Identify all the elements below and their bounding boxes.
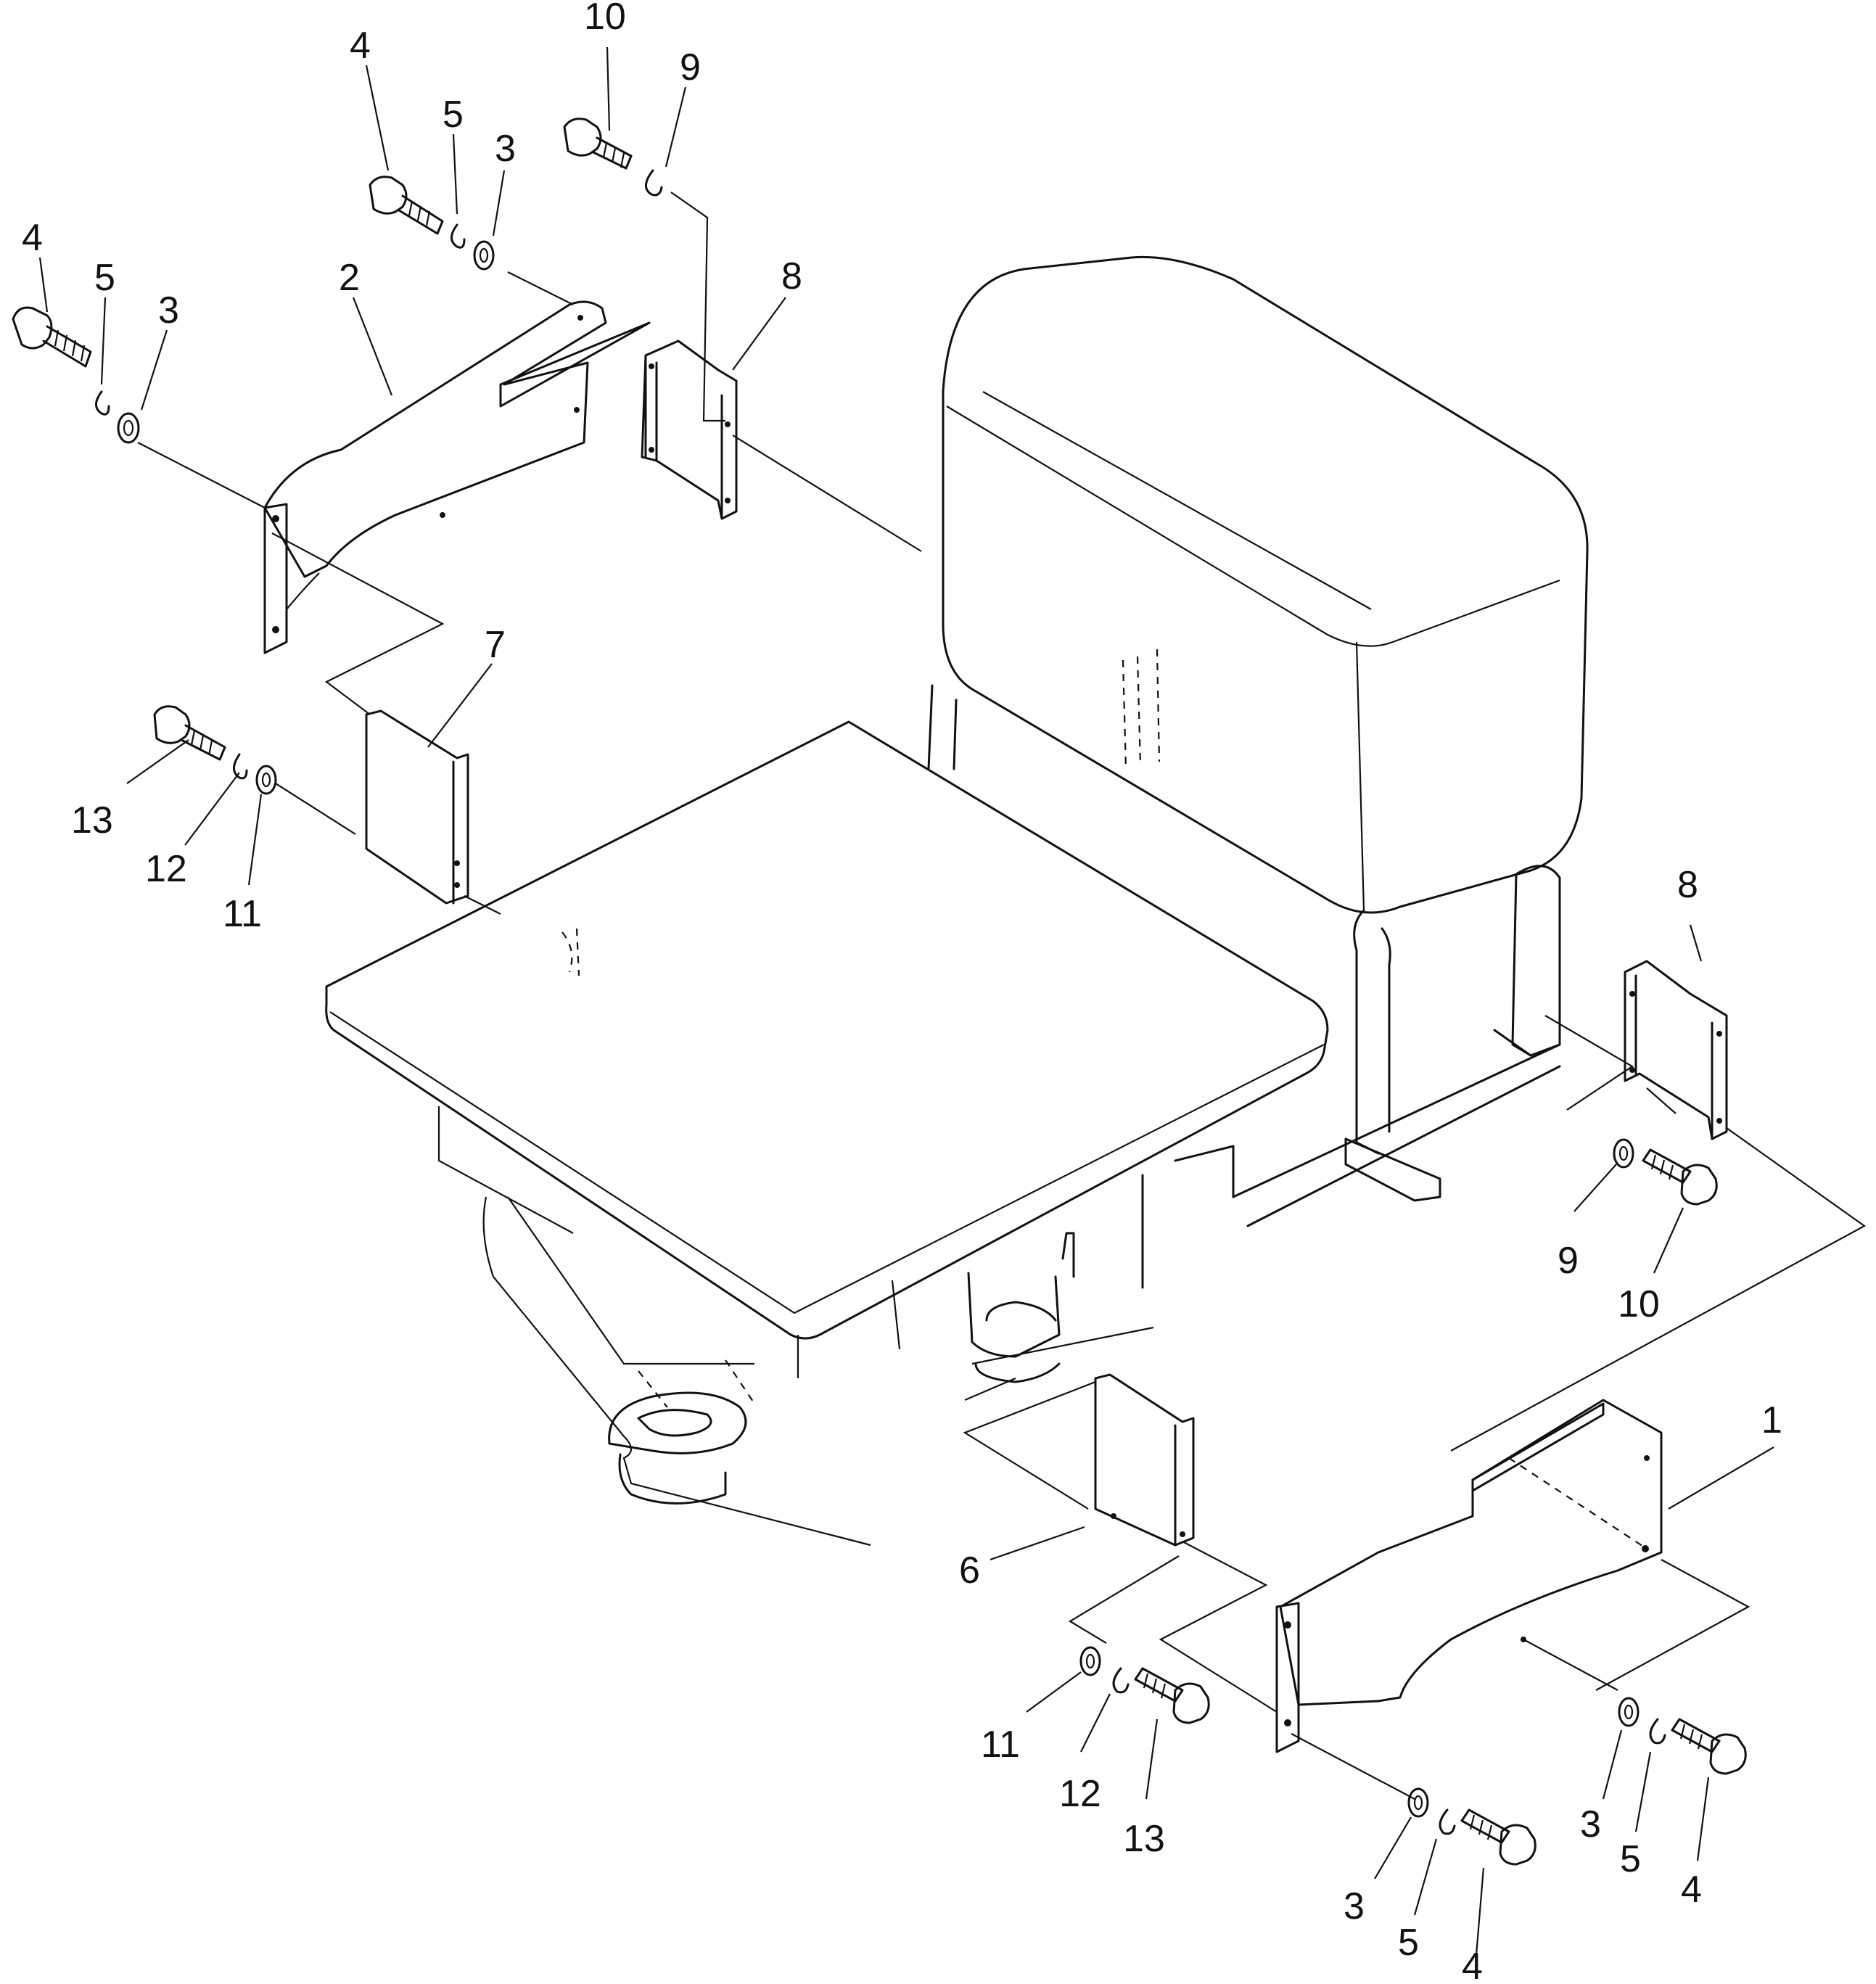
plate-7: [365, 709, 469, 905]
callout-13: 13: [1123, 1818, 1165, 1860]
washer-icon: [1079, 1646, 1101, 1676]
bolt-icon: [12, 306, 92, 368]
spring-washer-icon: [95, 390, 110, 416]
callout-10: 10: [1618, 1283, 1660, 1325]
seat-backrest: [942, 255, 1589, 914]
callout-9: 9: [680, 46, 701, 89]
callout-5: 5: [1620, 1838, 1641, 1880]
bolt-icon: [1134, 1667, 1210, 1724]
washer-icon: [473, 240, 495, 271]
spring-washer-icon: [645, 169, 663, 197]
callout-9: 9: [1558, 1240, 1579, 1282]
bracket-8-right: [1624, 960, 1728, 1140]
callout-12: 12: [145, 848, 187, 890]
callout-10: 10: [584, 0, 626, 38]
spring-washer-icon: [233, 753, 248, 780]
washer-icon: [1613, 1138, 1634, 1169]
callout-3: 3: [495, 128, 516, 170]
washer-icon: [117, 412, 140, 444]
spring-washer-icon: [451, 223, 466, 249]
seat-frame: [927, 684, 1561, 1227]
callout-leaders: [38, 46, 1774, 1956]
bracket-8-upper: [641, 339, 738, 520]
callout-8: 8: [781, 255, 802, 297]
callout-5: 5: [443, 94, 464, 136]
callout-1: 1: [1761, 1399, 1782, 1441]
callout-11: 11: [981, 1724, 1020, 1766]
cover-2: [263, 300, 651, 654]
callout-12: 12: [1059, 1773, 1101, 1815]
washer-icon: [1407, 1787, 1429, 1818]
bolt-icon: [1671, 1718, 1747, 1775]
seat-mount-base: [482, 1145, 1235, 1547]
callout-2: 2: [339, 257, 360, 299]
callout-4: 4: [350, 25, 371, 67]
callout-4: 4: [1462, 1946, 1483, 1980]
seat-cushion: [325, 720, 1329, 1378]
callout-6: 6: [959, 1549, 980, 1592]
spring-washer-icon: [1649, 1718, 1666, 1745]
callout-4: 4: [22, 217, 43, 259]
callout-numbers: 4 5 3 2 4 5 3 10 9 8 7 13 12 11 8 9 10 1…: [22, 0, 1782, 1984]
bolt-icon: [1460, 1808, 1536, 1866]
washer-icon: [1618, 1697, 1640, 1727]
callout-4: 4: [1681, 1869, 1702, 1911]
bolt-icon: [1642, 1148, 1718, 1206]
callout-8: 8: [1677, 864, 1698, 906]
callout-5: 5: [1398, 1922, 1419, 1964]
callout-13: 13: [71, 799, 113, 841]
assembly-leader-lines: [137, 192, 1867, 1800]
bolt-icon: [369, 176, 444, 235]
callout-11: 11: [223, 893, 262, 935]
callout-3: 3: [1580, 1803, 1601, 1845]
fasteners: [12, 118, 1747, 1866]
spring-washer-icon: [1112, 1667, 1130, 1694]
spring-washer-icon: [1439, 1808, 1456, 1835]
plate-6: [1094, 1373, 1195, 1547]
callout-3: 3: [158, 289, 179, 332]
cover-1: [1275, 1399, 1663, 1753]
washer-icon: [255, 765, 277, 795]
bolt-icon: [153, 705, 226, 761]
callout-7: 7: [485, 624, 506, 666]
callout-5: 5: [94, 257, 115, 299]
bolt-icon: [563, 118, 633, 170]
callout-3: 3: [1344, 1885, 1365, 1927]
